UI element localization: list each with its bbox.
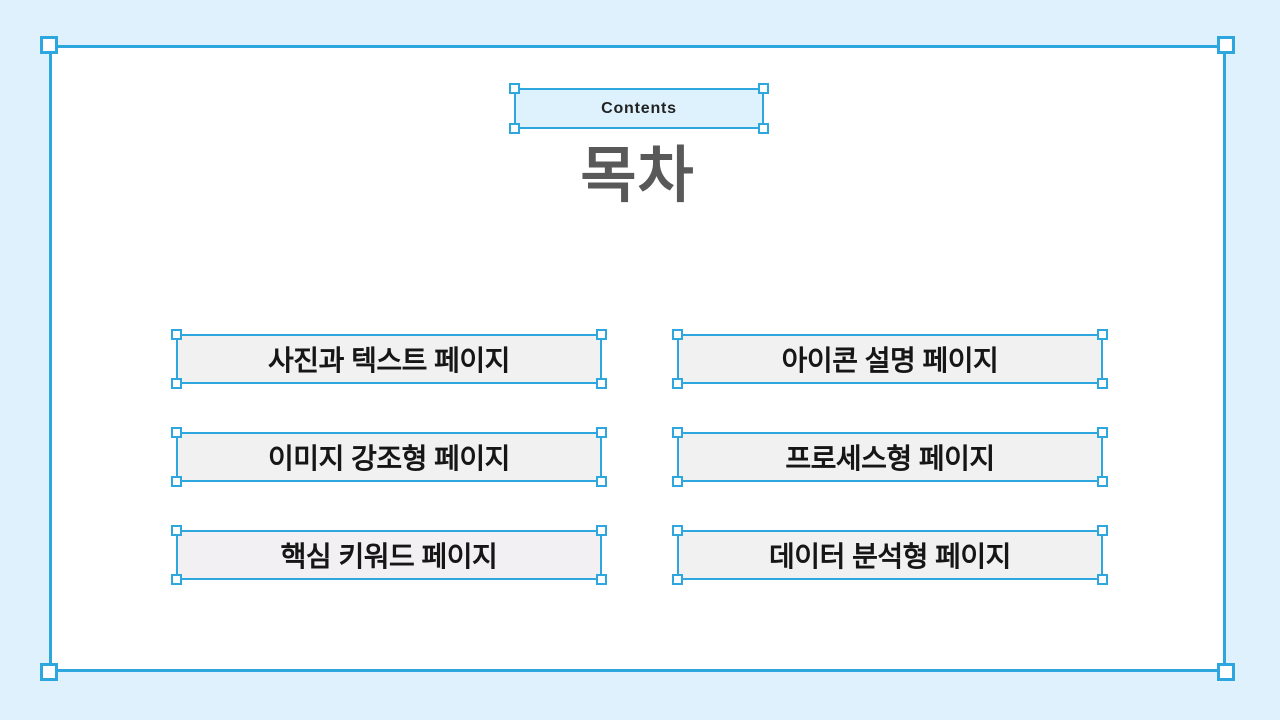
- resize-handle-top-right[interactable]: [1217, 36, 1235, 54]
- resize-handle[interactable]: [1097, 525, 1108, 536]
- resize-handle[interactable]: [509, 123, 520, 134]
- slide: Contents 목차 사진과 텍스트 페이지 아이콘 설명 페이지: [52, 48, 1223, 669]
- resize-handle[interactable]: [1097, 574, 1108, 585]
- toc-item[interactable]: 아이콘 설명 페이지: [672, 329, 1108, 389]
- resize-handle-bottom-left[interactable]: [40, 663, 58, 681]
- toc-item-label: 프로세스형 페이지: [785, 443, 995, 474]
- toc-item[interactable]: 핵심 키워드 페이지: [171, 525, 607, 585]
- resize-handle[interactable]: [672, 574, 683, 585]
- toc-item-label: 아이콘 설명 페이지: [781, 345, 999, 376]
- resize-handle-bottom-right[interactable]: [1217, 663, 1235, 681]
- contents-tag[interactable]: Contents: [509, 83, 769, 134]
- resize-handle-top-left[interactable]: [40, 36, 58, 54]
- resize-handle[interactable]: [1097, 427, 1108, 438]
- toc-item[interactable]: 이미지 강조형 페이지: [171, 427, 607, 487]
- contents-tag-label: Contents: [601, 99, 677, 117]
- resize-handle[interactable]: [1097, 476, 1108, 487]
- toc-item-label: 핵심 키워드 페이지: [280, 541, 498, 572]
- resize-handle[interactable]: [672, 378, 683, 389]
- resize-handle[interactable]: [672, 476, 683, 487]
- resize-handle[interactable]: [672, 427, 683, 438]
- resize-handle[interactable]: [596, 574, 607, 585]
- resize-handle[interactable]: [672, 525, 683, 536]
- resize-handle[interactable]: [596, 329, 607, 340]
- toc-item[interactable]: 프로세스형 페이지: [672, 427, 1108, 487]
- resize-handle[interactable]: [509, 83, 520, 94]
- resize-handle[interactable]: [171, 378, 182, 389]
- toc-item[interactable]: 데이터 분석형 페이지: [672, 525, 1108, 585]
- resize-handle[interactable]: [758, 83, 769, 94]
- resize-handle[interactable]: [171, 427, 182, 438]
- resize-handle[interactable]: [171, 476, 182, 487]
- slide-title[interactable]: 목차: [580, 141, 695, 209]
- resize-handle[interactable]: [171, 574, 182, 585]
- toc-item[interactable]: 사진과 텍스트 페이지: [171, 329, 607, 389]
- resize-handle[interactable]: [758, 123, 769, 134]
- resize-handle[interactable]: [596, 476, 607, 487]
- resize-handle[interactable]: [1097, 329, 1108, 340]
- resize-handle[interactable]: [171, 329, 182, 340]
- toc-item-label: 이미지 강조형 페이지: [268, 443, 510, 474]
- slide-selection-frame[interactable]: Contents 목차 사진과 텍스트 페이지 아이콘 설명 페이지: [40, 36, 1235, 681]
- toc-item-label: 사진과 텍스트 페이지: [268, 345, 510, 376]
- toc-item-label: 데이터 분석형 페이지: [769, 541, 1011, 572]
- resize-handle[interactable]: [596, 427, 607, 438]
- resize-handle[interactable]: [672, 329, 683, 340]
- resize-handle[interactable]: [596, 378, 607, 389]
- resize-handle[interactable]: [596, 525, 607, 536]
- resize-handle[interactable]: [1097, 378, 1108, 389]
- resize-handle[interactable]: [171, 525, 182, 536]
